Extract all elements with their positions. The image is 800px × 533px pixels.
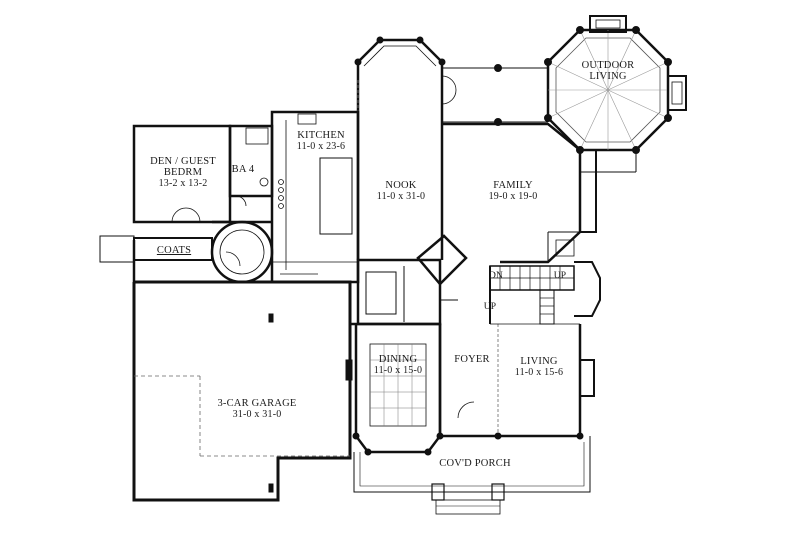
- coats-name: COATS: [156, 245, 192, 256]
- outdoor-living-name-1: OUTDOOR: [581, 60, 635, 71]
- garage-dims: 31-0 x 31-0: [232, 409, 282, 420]
- kitchen-dims: 11-0 x 23-6: [296, 141, 346, 152]
- foyer-core-walls: [356, 234, 491, 326]
- living-name: LIVING: [520, 356, 558, 367]
- bath-name: BA 4: [231, 164, 255, 175]
- family-dims: 19-0 x 19-0: [488, 191, 538, 202]
- living-walls: [438, 323, 595, 440]
- family-name: FAMILY: [493, 180, 533, 191]
- porch-name: COV'D PORCH: [439, 458, 511, 469]
- living-dims: 11-0 x 15-6: [514, 367, 564, 378]
- garage-label: 3-CAR GARAGE 31-0 x 31-0: [212, 398, 302, 420]
- coats-label: COATS: [154, 245, 194, 256]
- bath-label: BA 4: [228, 164, 258, 175]
- den-label: DEN / GUEST BEDRM 13-2 x 13-2: [146, 156, 220, 189]
- outdoor-living-label: OUTDOOR LIVING: [578, 60, 638, 82]
- kitchen-label: KITCHEN 11-0 x 23-6: [286, 130, 356, 152]
- dining-label: DINING 11-0 x 15-0: [362, 354, 434, 376]
- nook-label: NOOK 11-0 x 31-0: [368, 180, 434, 202]
- bath-walls: [228, 124, 274, 207]
- den-name-2: BEDRM: [163, 167, 203, 178]
- family-walls: [442, 122, 597, 264]
- staircase: [489, 261, 601, 325]
- porch-label: COV'D PORCH: [430, 458, 520, 469]
- stairs-down: DN: [488, 271, 504, 281]
- outdoor-living-pavilion: [442, 15, 687, 173]
- dining-dims: 11-0 x 15-0: [373, 365, 423, 376]
- outdoor-living-name-2: LIVING: [589, 71, 627, 82]
- stairs-up-left: UP: [483, 302, 497, 312]
- living-label: LIVING 11-0 x 15-6: [504, 356, 574, 378]
- den-dims: 13-2 x 13-2: [158, 178, 208, 189]
- dining-name: DINING: [378, 354, 418, 365]
- nook-dims: 11-0 x 31-0: [376, 191, 426, 202]
- family-label: FAMILY 19-0 x 19-0: [478, 180, 548, 202]
- foyer-name: FOYER: [454, 354, 490, 365]
- stairs-up-top: UP: [553, 271, 567, 281]
- porch-railing: [353, 436, 591, 515]
- kitchen-name: KITCHEN: [297, 130, 345, 141]
- garage-walls: [132, 240, 353, 502]
- foyer-label: FOYER: [450, 354, 494, 365]
- nook-name: NOOK: [385, 180, 417, 191]
- dining-walls: [350, 322, 444, 456]
- nook-bay: [354, 36, 457, 260]
- stairs-down-label: DN: [486, 271, 506, 282]
- stairs-up-top-label: UP: [550, 271, 570, 282]
- den-name-1: DEN / GUEST: [150, 156, 216, 167]
- garage-name: 3-CAR GARAGE: [217, 398, 297, 409]
- stairs-up-left-label: UP: [480, 302, 500, 313]
